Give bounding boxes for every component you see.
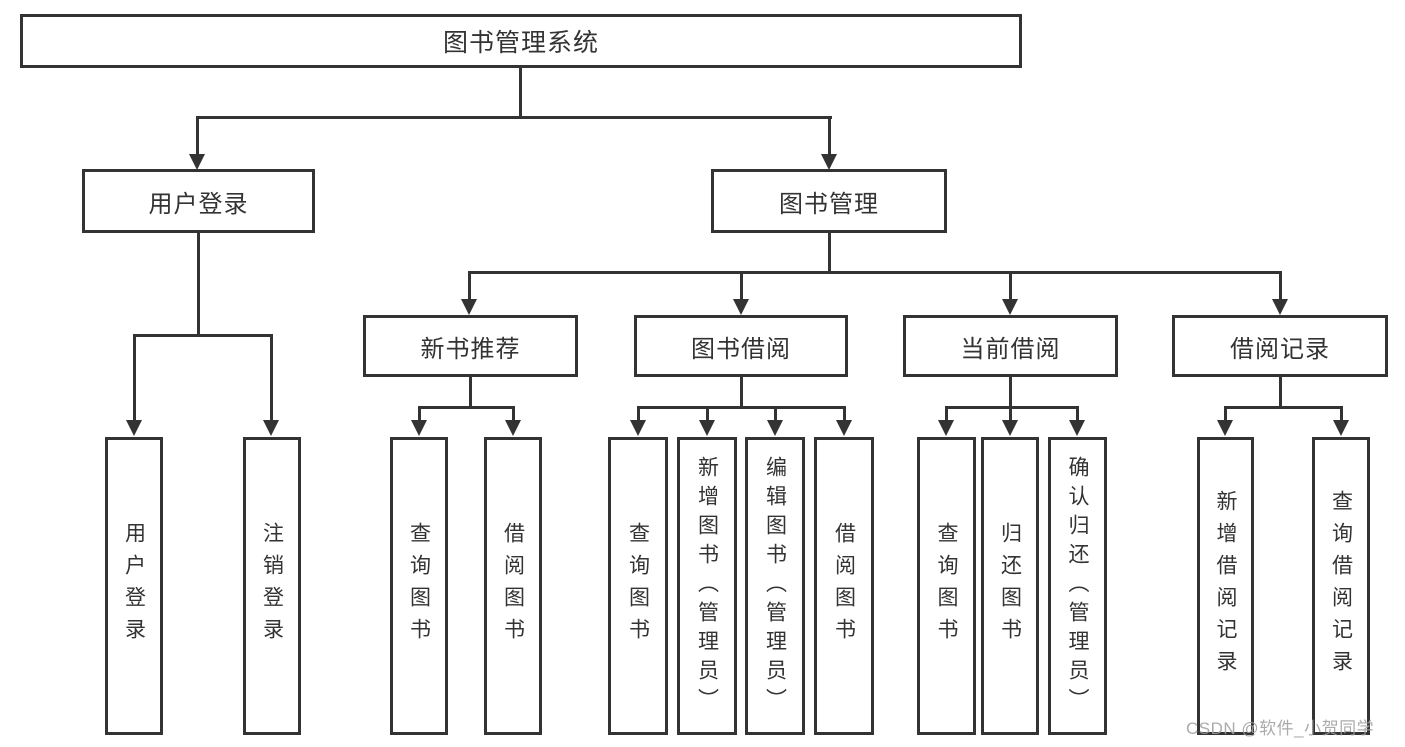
arrow-down-icon — [630, 420, 646, 436]
connector-line — [418, 406, 514, 409]
connector-line — [740, 377, 743, 408]
connector-line — [196, 116, 199, 156]
connector-line — [133, 334, 273, 337]
connector-line — [706, 406, 709, 422]
connector-line — [512, 406, 515, 422]
node-book-borrowing: 图书借阅 — [634, 315, 848, 377]
csdn-watermark: CSDN @软件_小贺同学 — [1186, 719, 1375, 738]
connector-line — [1009, 406, 1012, 422]
arrow-down-icon — [1217, 420, 1233, 436]
node-library-management-system: 图书管理系统 — [20, 14, 1022, 68]
connector-line — [468, 271, 471, 301]
connector-line — [1224, 406, 1227, 422]
leaf-edit-books-admin: 编辑图书（管理员） — [745, 437, 805, 735]
arrow-down-icon — [189, 154, 205, 170]
connector-line — [828, 232, 831, 274]
arrow-down-icon — [1069, 420, 1085, 436]
connector-line — [774, 406, 777, 422]
leaf-confirm-return-admin: 确认归还（管理员） — [1048, 437, 1107, 735]
leaf-borrow-books: 借阅图书 — [814, 437, 874, 735]
connector-line — [133, 334, 136, 422]
connector-line — [828, 116, 831, 156]
node-user-login: 用户登录 — [82, 169, 315, 233]
connector-line — [468, 271, 1282, 274]
arrow-down-icon — [411, 420, 427, 436]
arrow-down-icon — [505, 420, 521, 436]
leaf-query-books: 查询图书 — [608, 437, 668, 735]
arrow-down-icon — [1333, 420, 1349, 436]
node-book-management: 图书管理 — [711, 169, 947, 233]
connector-line — [1279, 271, 1282, 301]
arrow-down-icon — [767, 420, 783, 436]
node-borrowing-records: 借阅记录 — [1172, 315, 1388, 377]
node-new-book-recommendation: 新书推荐 — [363, 315, 578, 377]
arrow-down-icon — [733, 299, 749, 315]
leaf-user-login: 用户登录 — [105, 437, 163, 735]
connector-line — [843, 406, 846, 422]
connector-line — [1224, 406, 1342, 409]
connector-line — [1279, 377, 1282, 408]
connector-line — [945, 406, 948, 422]
arrow-down-icon — [1272, 299, 1288, 315]
connector-line — [1076, 406, 1079, 422]
connector-line — [740, 271, 743, 301]
arrow-down-icon — [699, 420, 715, 436]
connector-line — [519, 68, 522, 118]
connector-line — [418, 406, 421, 422]
leaf-return-books: 归还图书 — [981, 437, 1039, 735]
connector-line — [1009, 271, 1012, 301]
connector-line — [1009, 377, 1012, 408]
connector-line — [637, 406, 845, 409]
arrow-down-icon — [821, 154, 837, 170]
arrow-down-icon — [836, 420, 852, 436]
arrow-down-icon — [461, 299, 477, 315]
leaf-add-borrow-record: 新增借阅记录 — [1197, 437, 1254, 735]
leaf-query-books: 查询图书 — [390, 437, 448, 735]
connector-line — [637, 406, 640, 422]
arrow-down-icon — [263, 420, 279, 436]
connector-line — [270, 334, 273, 422]
arrow-down-icon — [126, 420, 142, 436]
leaf-add-books-admin: 新增图书（管理员） — [677, 437, 737, 735]
node-current-borrowing: 当前借阅 — [903, 315, 1118, 377]
connector-line — [197, 232, 200, 336]
leaf-borrow-books: 借阅图书 — [484, 437, 542, 735]
connector-line — [1340, 406, 1343, 422]
leaf-logout: 注销登录 — [243, 437, 301, 735]
leaf-query-borrow-record: 查询借阅记录 — [1312, 437, 1370, 735]
arrow-down-icon — [938, 420, 954, 436]
connector-line — [196, 116, 832, 119]
arrow-down-icon — [1002, 299, 1018, 315]
leaf-query-books: 查询图书 — [917, 437, 976, 735]
connector-line — [469, 377, 472, 408]
arrow-down-icon — [1002, 420, 1018, 436]
